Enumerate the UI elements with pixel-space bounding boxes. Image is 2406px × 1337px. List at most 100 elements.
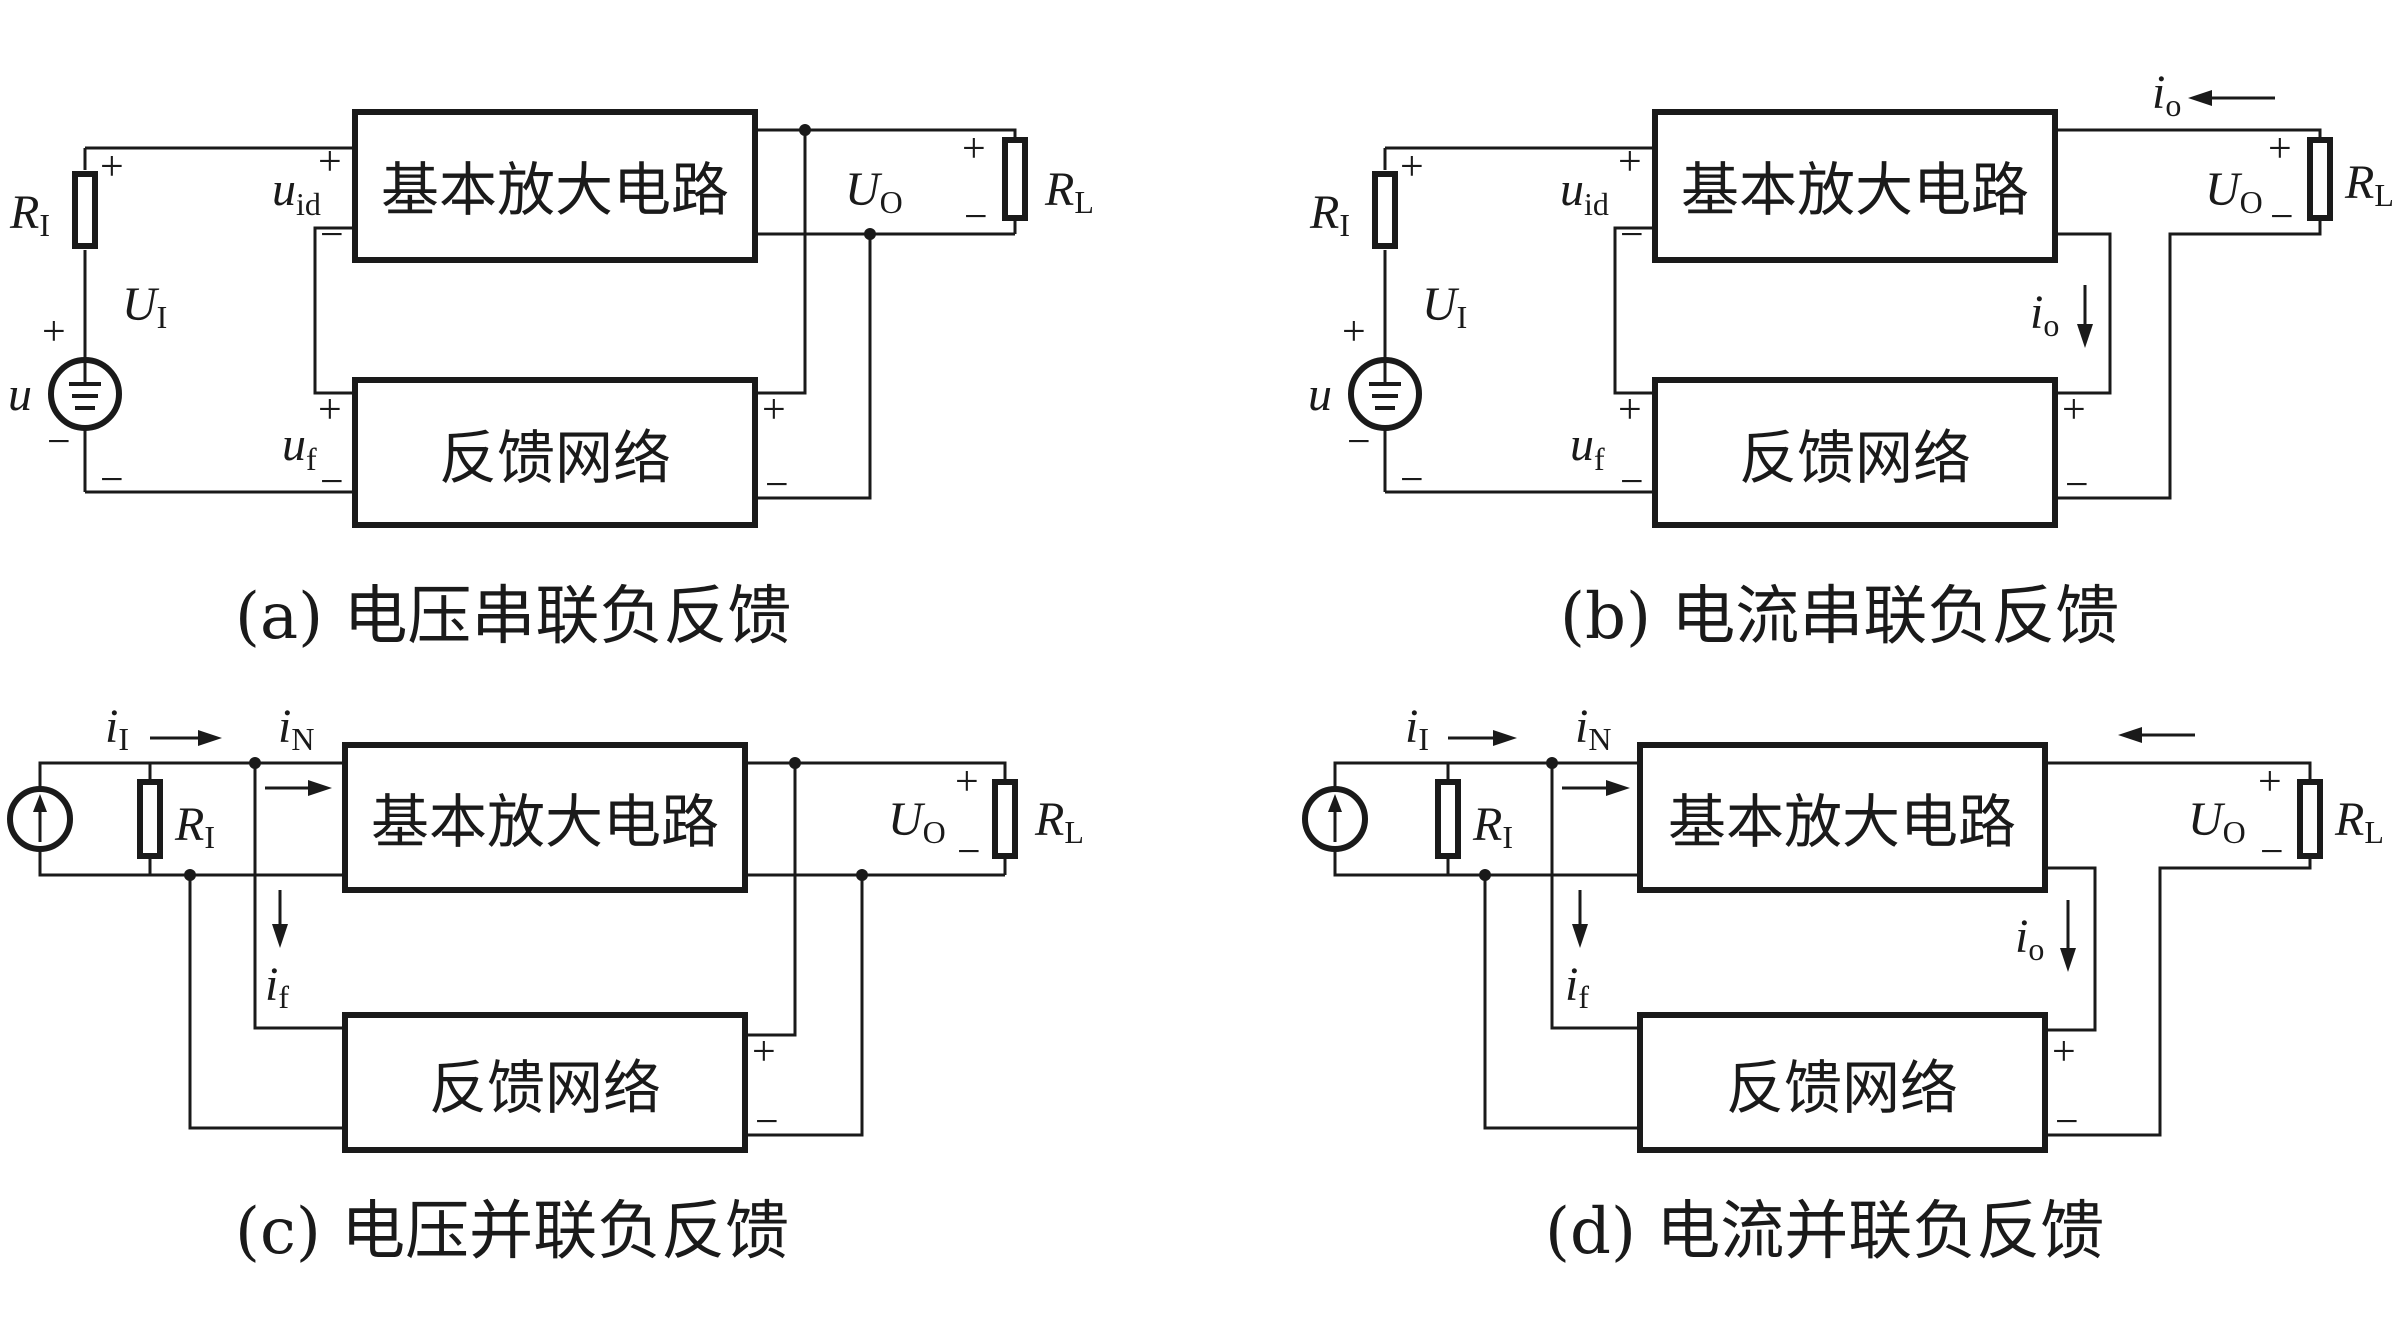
current-source-d (1302, 786, 1368, 852)
basic-amplifier-box-c (342, 742, 748, 893)
uo-label-d: UO (2188, 793, 2246, 850)
arrow-in-d (1562, 780, 1630, 796)
ui-label-b: UI (1422, 278, 1467, 335)
arrow-io-top-d (2118, 727, 2195, 743)
minus-sign: − (1347, 419, 1371, 465)
load-resistor-rl-d (2297, 779, 2323, 859)
basic-amplifier-label-a: 基本放大电路 (381, 156, 729, 224)
u-source-label-a: u (8, 368, 32, 421)
io-label-top-b: io (2152, 66, 2181, 123)
minus-sign: − (1620, 459, 1644, 505)
voltage-source-b (1348, 357, 1422, 431)
current-source-c (7, 786, 73, 852)
basic-amplifier-box-d (1637, 742, 2048, 893)
plus-sign: + (1618, 387, 1642, 433)
source-resistor-ri-d (1435, 779, 1461, 859)
uo-label-b: UO (2205, 163, 2263, 220)
basic-amplifier-box-a (352, 109, 758, 263)
io-label-d: io (2015, 910, 2044, 967)
basic-amplifier-label-b: 基本放大电路 (1681, 156, 2029, 224)
feedback-network-box-c (342, 1012, 748, 1153)
junction-c-1 (249, 757, 261, 769)
junction-d-1 (1546, 757, 1558, 769)
minus-sign: − (2065, 462, 2089, 508)
ri-label-a: RI (9, 186, 50, 243)
arrow-if-c (272, 890, 288, 948)
basic-amplifier-box-b (1652, 109, 2058, 263)
feedback-network-label-a: 反馈网络 (439, 424, 671, 492)
wires-d (1333, 761, 2312, 1137)
arrow-if-d (1572, 890, 1588, 948)
arrow-ii-d (1448, 730, 1517, 746)
ri-label-d: RI (1472, 798, 1513, 855)
ri-label-b: RI (1309, 186, 1350, 243)
plus-sign: + (2052, 1029, 2076, 1075)
load-resistor-rl-c (992, 779, 1018, 859)
minus-sign: − (320, 459, 344, 505)
load-resistor-rl-b (2307, 137, 2333, 221)
minus-sign: − (320, 212, 344, 258)
caption-a: (a) 电压串联负反馈 (235, 580, 791, 654)
junction-c-4 (856, 869, 868, 881)
plus-sign: + (100, 144, 124, 190)
plus-sign: + (1400, 144, 1424, 190)
minus-sign: − (47, 419, 71, 465)
plus-sign: + (1342, 309, 1366, 355)
plus-sign: + (752, 1029, 776, 1075)
uo-label-a: UO (845, 163, 903, 220)
circuit-b: 基本放大电路 反馈网络 io io RI UI u uid uf UO RL +… (1308, 66, 2394, 528)
wires-a (83, 128, 1017, 500)
rl-label-c: RL (1034, 793, 1084, 850)
uf-label-a: uf (282, 418, 317, 477)
basic-amplifier-label-d: 基本放大电路 (1668, 788, 2016, 856)
plus-sign: + (962, 126, 986, 172)
caption-d: (d) 电流并联负反馈 (1545, 1195, 2104, 1269)
wires-b (1383, 128, 2322, 500)
minus-sign: − (755, 1099, 779, 1145)
in-label-d: iN (1575, 700, 1611, 757)
feedback-network-box-d (1637, 1012, 2048, 1153)
feedback-network-label-d: 反馈网络 (1726, 1054, 1958, 1122)
rl-label-b: RL (2344, 156, 2394, 213)
plus-sign: + (42, 309, 66, 355)
source-resistor-ri-a (72, 171, 98, 249)
ii-label-d: iI (1405, 700, 1429, 757)
rl-label-a: RL (1044, 163, 1094, 220)
minus-sign: − (100, 457, 124, 503)
caption-b: (b) 电流串联负反馈 (1560, 580, 2119, 654)
circuit-d: 基本放大电路 反馈网络 iI i (1302, 700, 2384, 1153)
plus-sign: + (318, 387, 342, 433)
uf-label-b: uf (1570, 418, 1605, 477)
feedback-network-box-b (1652, 377, 2058, 528)
minus-sign: − (1620, 212, 1644, 258)
if-label-d: if (1565, 958, 1589, 1015)
minus-sign: − (2270, 194, 2294, 240)
in-label-c: iN (278, 700, 314, 757)
junction-d-2 (1479, 869, 1491, 881)
uid-label-a: uid (272, 163, 321, 222)
junction-c-2 (184, 869, 196, 881)
plus-sign: + (2258, 759, 2282, 805)
voltage-source-a (48, 357, 122, 431)
uo-label-c: UO (888, 793, 946, 850)
arrow-io-right-d (2060, 900, 2076, 972)
plus-sign: + (2062, 387, 2086, 433)
circuit-c: 基本放大电路 反馈网络 iI iN if RI UO RL + (7, 700, 1084, 1153)
plus-sign: + (318, 139, 342, 185)
plus-sign: + (955, 759, 979, 805)
load-resistor-rl-a (1002, 137, 1028, 221)
circuit-a: 基本放大电路 反馈网络 RI UI u uid uf UO RL + + − −… (8, 109, 1094, 528)
feedback-network-label-b: 反馈网络 (1739, 424, 1971, 492)
ui-label-a: UI (122, 278, 167, 335)
plus-sign: + (2268, 126, 2292, 172)
plus-sign: + (762, 387, 786, 433)
source-resistor-ri-c (137, 779, 163, 859)
minus-sign: − (964, 194, 988, 240)
arrow-in-c (265, 780, 332, 796)
ii-label-c: iI (105, 700, 129, 757)
feedback-network-label-c: 反馈网络 (429, 1054, 661, 1122)
minus-sign: − (765, 462, 789, 508)
plus-sign: + (1618, 139, 1642, 185)
